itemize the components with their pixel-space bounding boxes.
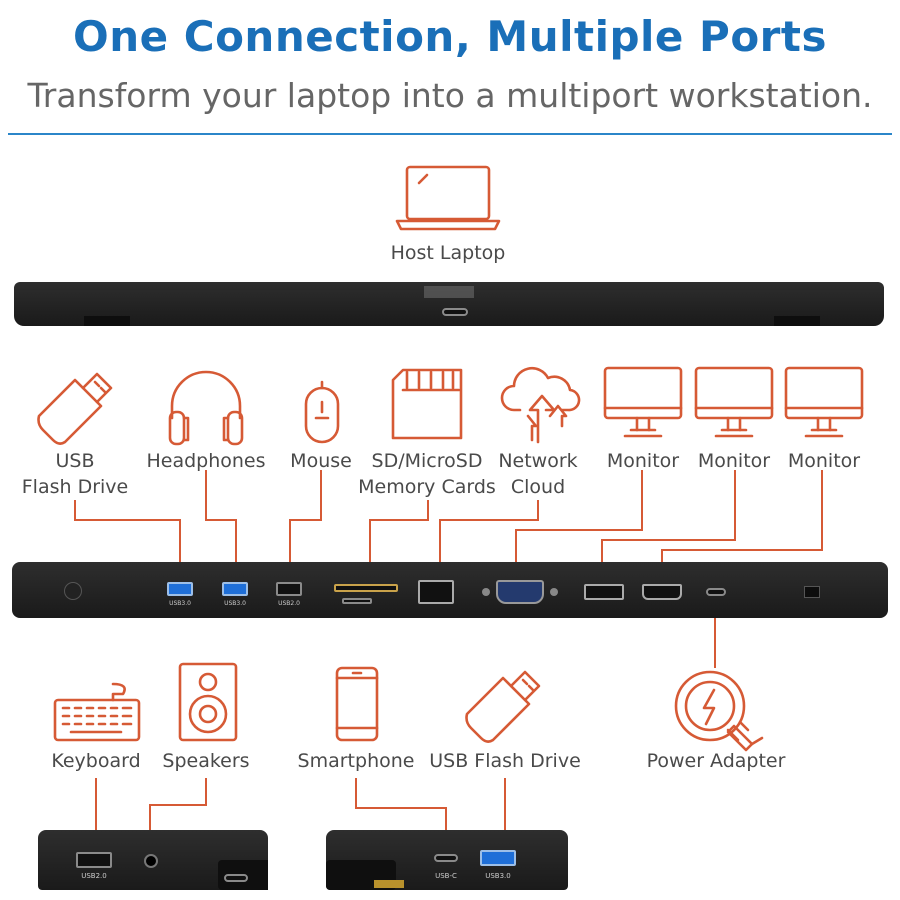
- usb-flash-drive-label: USB Flash Drive: [15, 448, 135, 500]
- page-title: One Connection, Multiple Ports: [73, 12, 827, 61]
- monitor-icon-2: [694, 366, 774, 438]
- dock-front-view: USB3.0 USB3.0 USB2.0: [12, 562, 888, 618]
- monitor-label-1: Monitor: [606, 450, 680, 472]
- vga-port[interactable]: [496, 580, 544, 604]
- network-cloud-icon: [500, 366, 581, 444]
- dock-right-side-view: USB-C USB3.0: [326, 830, 568, 890]
- usb-c-power-port[interactable]: [706, 588, 726, 596]
- usb30-port-2-label: USB3.0: [224, 600, 246, 607]
- speakers-icon: [178, 662, 238, 742]
- speakers-label: Speakers: [162, 750, 250, 772]
- sd-card-slot[interactable]: [334, 584, 398, 592]
- mouse-label: Mouse: [290, 450, 352, 472]
- dock-left-side-view: USB2.0: [38, 830, 268, 890]
- dock-top-foot-right: [774, 316, 820, 326]
- right-usb30-port[interactable]: [480, 850, 516, 866]
- security-lock-slot: [804, 586, 820, 598]
- vga-screw-left: [482, 588, 490, 596]
- power-adapter-icon: [674, 670, 764, 752]
- right-usb-c-port[interactable]: [434, 854, 458, 862]
- ethernet-port[interactable]: [418, 580, 454, 604]
- network-cloud-label: Network Cloud: [483, 448, 593, 500]
- left-usb20-port[interactable]: [76, 852, 112, 868]
- usb20-port[interactable]: [276, 582, 302, 596]
- usb-flash-drive-label-2: Flash Drive: [21, 476, 129, 498]
- monitor-label-2: Monitor: [697, 450, 771, 472]
- usb-flash-drive-bottom-label: USB Flash Drive: [429, 750, 581, 772]
- laptop-icon: [395, 165, 501, 231]
- headphones-icon: [168, 370, 244, 446]
- page-subtitle: Transform your laptop into a multiport w…: [27, 76, 873, 115]
- sd-card-label-2: Memory Cards: [358, 476, 496, 498]
- monitor-icon-1: [603, 366, 683, 438]
- sd-card-label: SD/MicroSD Memory Cards: [347, 448, 507, 500]
- vga-screw-right: [550, 588, 558, 596]
- right-usb-c-port-label: USB-C: [435, 872, 457, 880]
- keyboard-label: Keyboard: [51, 750, 141, 772]
- network-cloud-label-2: Cloud: [510, 476, 566, 498]
- usb30-port-1[interactable]: [167, 582, 193, 596]
- displayport-port[interactable]: [584, 584, 624, 600]
- power-adapter-label: Power Adapter: [646, 750, 786, 772]
- usb30-port-1-label: USB3.0: [169, 600, 191, 607]
- audio-jack[interactable]: [144, 854, 158, 868]
- left-usb-c-port[interactable]: [224, 874, 248, 882]
- mouse-icon: [304, 380, 340, 444]
- microsd-card-slot[interactable]: [342, 598, 372, 604]
- usb-flash-drive-label-1: USB: [55, 450, 95, 472]
- dock-top-view: [14, 282, 884, 326]
- usb-flash-drive-icon: [37, 372, 113, 445]
- monitor-icon-3: [784, 366, 864, 438]
- header-divider: [8, 133, 892, 135]
- host-laptop-label: Host Laptop: [390, 242, 506, 264]
- dock-logo: [424, 286, 474, 298]
- left-usb20-port-label: USB2.0: [81, 872, 107, 880]
- dock-top-foot-left: [84, 316, 130, 326]
- power-button[interactable]: [64, 582, 82, 600]
- network-cloud-label-1: Network: [498, 450, 578, 472]
- usb-c-host-port[interactable]: [442, 308, 468, 316]
- usb30-port-2[interactable]: [222, 582, 248, 596]
- right-side-cable-tip: [374, 880, 404, 888]
- smartphone-label: Smartphone: [297, 750, 415, 772]
- right-usb30-port-label: USB3.0: [485, 872, 511, 880]
- usb-flash-drive-icon-bottom: [465, 670, 541, 743]
- keyboard-icon: [53, 682, 141, 742]
- hdmi-port[interactable]: [642, 584, 682, 600]
- monitor-label-3: Monitor: [787, 450, 861, 472]
- smartphone-icon: [335, 666, 379, 742]
- sd-card-icon: [391, 368, 463, 440]
- usb20-port-label: USB2.0: [278, 600, 300, 607]
- headphones-label: Headphones: [146, 450, 266, 472]
- sd-card-label-1: SD/MicroSD: [371, 450, 483, 472]
